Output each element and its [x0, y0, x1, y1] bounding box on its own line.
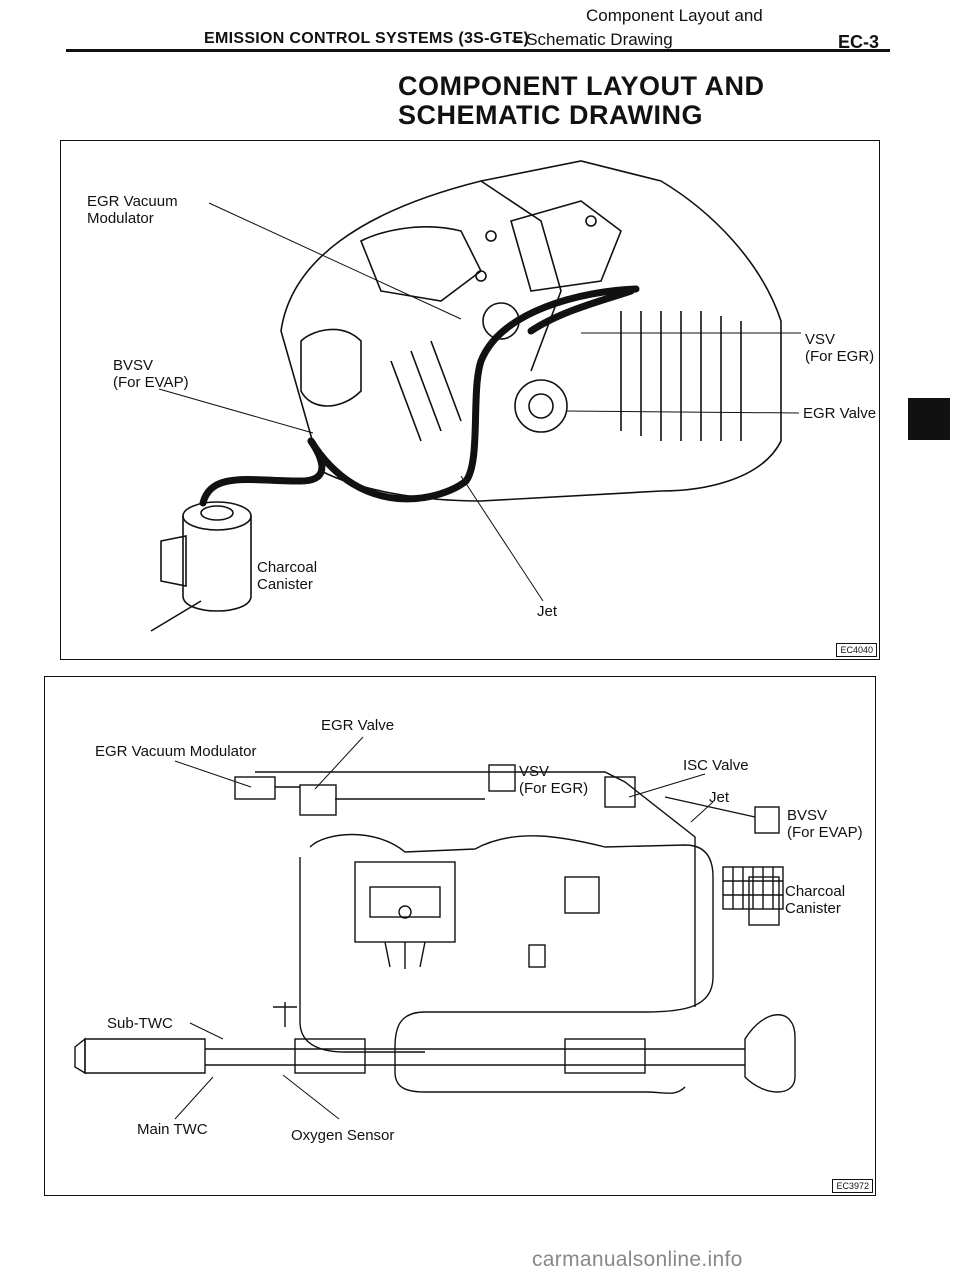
- header-section-title: EMISSION CONTROL SYSTEMS (3S-GTE): [204, 30, 530, 47]
- header-subtitle: Component Layout and: [586, 6, 763, 25]
- leader-oxygen-sensor: [282, 1074, 340, 1120]
- sub-twc-end: [74, 1037, 86, 1075]
- sensor-box: [564, 876, 600, 914]
- bracket-leg: [150, 600, 202, 632]
- canister-cap: [200, 505, 234, 521]
- label-charcoal-canister: Charcoal Canister: [257, 559, 318, 593]
- header-dash: –: [512, 30, 522, 49]
- label-vsv: VSV (For EGR): [805, 331, 875, 365]
- canister-body: [182, 516, 252, 612]
- leader-egr-valve: [565, 410, 800, 414]
- egr-valve-body: [514, 379, 568, 433]
- label-main-twc: Main TWC: [137, 1121, 208, 1138]
- label-vsv: VSV (For EGR): [519, 763, 589, 797]
- throttle-body: [528, 944, 546, 968]
- turbo-housing: [359, 226, 483, 302]
- connecting-rod: [384, 941, 426, 969]
- label-sub-twc: Sub-TWC: [107, 1015, 173, 1032]
- leader-isc-valve: [628, 773, 706, 798]
- bolt: [585, 215, 597, 227]
- watermark: carmanualsonline.info: [532, 1248, 743, 1271]
- page-number: EC-3: [838, 32, 880, 52]
- label-egr-valve: EGR Valve: [803, 405, 877, 422]
- leader-jet: [690, 801, 714, 823]
- canister-bracket: [160, 535, 187, 587]
- main-twc-body: [294, 1038, 366, 1074]
- label-egr-valve: EGR Valve: [321, 717, 395, 734]
- egr-modulator-box: [234, 776, 276, 800]
- canister-top: [182, 501, 252, 531]
- vsv-hose: [307, 285, 640, 503]
- label-egr-vacuum-modulator: EGR Vacuum Modulator: [95, 743, 257, 760]
- leader-main-twc: [174, 1076, 214, 1120]
- schematic-diagram: [74, 736, 796, 1120]
- air-duct: [299, 857, 425, 1053]
- piston: [369, 886, 441, 918]
- label-jet: Jet: [537, 603, 558, 620]
- egr-valve-port: [528, 393, 554, 419]
- vacuum-line: [255, 771, 696, 912]
- bolt: [485, 230, 497, 242]
- vsv-egr-box: [488, 764, 516, 792]
- intake-runners: [620, 311, 742, 441]
- header-rule: [66, 49, 890, 52]
- egr-lines: [275, 786, 485, 800]
- oxygen-sensor: [273, 1002, 297, 1027]
- pipes: [390, 340, 462, 442]
- label-oxygen-sensor: Oxygen Sensor: [291, 1127, 395, 1144]
- engine-illustration: [150, 160, 801, 632]
- section-tab-marker: [908, 398, 950, 440]
- label-jet: Jet: [709, 789, 730, 806]
- intake-pipe: [309, 833, 714, 1094]
- evap-hose: [199, 437, 326, 507]
- piston-pin: [398, 905, 412, 919]
- exhaust-pipe: [205, 1048, 745, 1066]
- header-separator: – Schematic Drawing: [512, 30, 673, 50]
- label-bvsv: BVSV (For EVAP): [787, 807, 863, 841]
- figure-schematic: EGR Valve EGR Vacuum Modulator VSV (For …: [44, 676, 876, 1196]
- leader-egr-modulator: [174, 760, 252, 788]
- catalyst-body: [564, 1038, 646, 1074]
- isc-valve-box: [604, 776, 636, 808]
- purge-lines: [664, 796, 756, 1007]
- egr-valve-box: [299, 784, 337, 816]
- leader-jet: [460, 475, 544, 602]
- label-isc-valve: ISC Valve: [683, 757, 749, 774]
- grid-lines: [723, 867, 783, 909]
- label-bvsv: BVSV (For EVAP): [113, 357, 189, 391]
- figure-code: EC3972: [832, 1179, 873, 1193]
- leader-egr-valve: [314, 736, 364, 790]
- leader-egr-modulator: [208, 202, 462, 320]
- intake-plenum: [510, 200, 622, 292]
- leader-sub-twc: [189, 1022, 224, 1040]
- label-egr-vacuum-modulator: EGR Vacuum Modulator: [87, 193, 178, 227]
- page-title: COMPONENT LAYOUT AND SCHEMATIC DRAWING: [398, 72, 765, 130]
- page-title-line-2: SCHEMATIC DRAWING: [398, 100, 703, 130]
- engine-block-outline: [280, 160, 782, 502]
- label-charcoal-canister: Charcoal Canister: [785, 883, 846, 917]
- bvsv-box: [754, 806, 780, 834]
- figure-component-layout: EGR Vacuum Modulator BVSV (For EVAP) VSV…: [60, 140, 880, 660]
- intake-edge: [480, 180, 562, 372]
- figure-code: EC4040: [836, 643, 877, 657]
- leader-bvsv: [158, 388, 314, 434]
- header-subtitle-2: Schematic Drawing: [526, 30, 673, 49]
- air-pipe: [300, 328, 362, 407]
- sub-twc-body: [84, 1038, 206, 1074]
- charcoal-canister-box: [748, 876, 780, 926]
- bolt: [475, 270, 487, 282]
- turbo-end: [744, 1014, 796, 1093]
- page-title-line-1: COMPONENT LAYOUT AND: [398, 71, 765, 101]
- egr-hose: [527, 287, 635, 335]
